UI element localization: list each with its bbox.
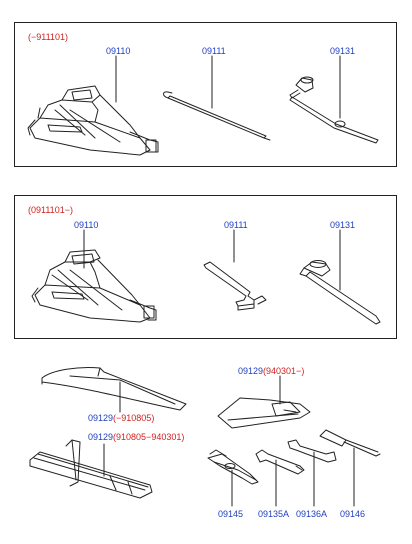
part-code-label: 09129 xyxy=(88,413,114,423)
wheel-wrench-illustration-1 xyxy=(289,76,379,144)
date-range-label: (0911101−) xyxy=(28,205,73,215)
spanner-a-illustration xyxy=(255,449,305,475)
jack-handle-illustration-2 xyxy=(203,261,267,311)
part-code-label: 09145 xyxy=(218,509,244,519)
jack-handle-illustration-1 xyxy=(163,91,271,141)
part-code-label: 09135A xyxy=(258,509,290,519)
part-code-label: 09111 xyxy=(224,220,248,230)
tool-bag-illustration-1 xyxy=(41,367,187,411)
part-code-label: 09136A xyxy=(296,509,328,519)
date-range-label: (−911101) xyxy=(28,32,68,42)
spanner-b-illustration xyxy=(287,439,337,463)
part-code-label: 09129 xyxy=(88,432,114,442)
date-range-label: (910805−940301) xyxy=(113,432,185,442)
part-code-label: 09110 xyxy=(74,220,99,230)
wheel-wrench-illustration-2 xyxy=(299,260,381,325)
tool-bag-illustration-3 xyxy=(217,397,311,429)
part-code-label: 09146 xyxy=(340,509,366,519)
panel-early-tools xyxy=(14,22,397,167)
bag2-callout: 09129(910805−940301) xyxy=(88,432,184,442)
part-code-label: 09131 xyxy=(330,220,356,230)
part-code-label: 09110 xyxy=(106,46,131,56)
date-range-label: (940301−) xyxy=(263,366,305,376)
scissor-jack-illustration-1 xyxy=(27,85,159,156)
screwdriver-illustration xyxy=(319,429,381,457)
bag1-callout: 09129(−910805) xyxy=(88,413,154,423)
part-code-label: 09131 xyxy=(330,46,356,56)
pliers-illustration xyxy=(207,449,259,485)
part-code-label: 09111 xyxy=(202,46,226,56)
bag3-callout: 09129(940301−) xyxy=(238,366,304,376)
part-code-label: 09129 xyxy=(238,366,264,376)
scissor-jack-illustration-2 xyxy=(31,249,157,323)
date-range-label: (−910805) xyxy=(113,413,155,423)
tool-bag-illustration-2 xyxy=(29,439,153,499)
